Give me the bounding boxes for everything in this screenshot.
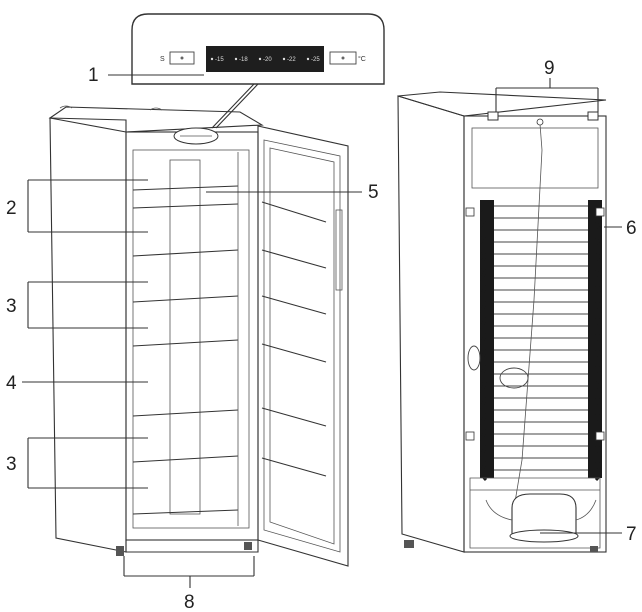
wall-spacer-right xyxy=(587,111,599,121)
condenser-loop xyxy=(594,414,602,434)
condenser-loop xyxy=(480,254,488,274)
callout-8: 8 xyxy=(184,592,195,612)
panel-button-dot xyxy=(282,57,286,61)
callout-3-lower: 3 xyxy=(6,454,17,475)
condenser-loop xyxy=(480,430,488,450)
condenser-loop xyxy=(594,382,602,402)
panel-button-label: -15 xyxy=(215,57,224,63)
panel-button-dot xyxy=(258,57,262,61)
callout-5: 5 xyxy=(368,182,379,203)
callout-6: 6 xyxy=(626,218,637,239)
condenser-loop xyxy=(594,222,602,242)
callout-7: 7 xyxy=(626,524,637,545)
condenser-loop xyxy=(480,238,488,258)
condenser-loop xyxy=(480,382,488,402)
condenser-loop xyxy=(594,462,602,482)
callout-9: 9 xyxy=(544,58,555,79)
panel-button-dot xyxy=(234,57,238,61)
condenser-loop xyxy=(480,302,488,322)
callout-3-upper: 3 xyxy=(6,296,17,317)
condenser-loop xyxy=(480,206,488,226)
callout-2: 2 xyxy=(6,198,17,219)
condenser-loop xyxy=(594,334,602,354)
condenser-cable-loop xyxy=(467,345,481,371)
condenser-loop xyxy=(480,462,488,482)
condenser-loop xyxy=(594,446,602,466)
freezer-front-view xyxy=(48,105,349,567)
panel-display xyxy=(206,46,324,72)
callout-1: 1 xyxy=(88,65,99,86)
panel-button-label: -25 xyxy=(311,57,320,63)
freezer-shelves xyxy=(132,185,239,515)
condenser-loop xyxy=(594,238,602,258)
condenser-loop xyxy=(480,286,488,306)
compressor xyxy=(485,493,597,543)
condenser-loop xyxy=(594,398,602,418)
condenser-loop xyxy=(480,350,488,370)
condenser-loop xyxy=(594,270,602,290)
condenser-loop xyxy=(594,350,602,370)
panel-button-label: -18 xyxy=(239,57,248,63)
condenser-loop xyxy=(480,270,488,290)
condenser-loop xyxy=(480,366,488,386)
panel-button-label: -20 xyxy=(263,57,272,63)
condenser-loop xyxy=(594,286,602,306)
panel-left-label: S xyxy=(160,56,165,63)
panel-temperature-buttons: -15 -18 -20 -22 -25 xyxy=(210,57,320,63)
panel-button-label: -22 xyxy=(287,57,296,63)
condenser-loop xyxy=(480,318,488,338)
condenser-cable-loop xyxy=(499,367,529,389)
condenser-loop xyxy=(594,318,602,338)
callout-lines xyxy=(22,74,622,588)
condenser-loop xyxy=(480,334,488,354)
condenser-loop xyxy=(480,414,488,434)
condenser-loop xyxy=(594,366,602,386)
condenser-coil xyxy=(467,200,602,482)
condenser-loop xyxy=(480,398,488,418)
condenser-loop xyxy=(594,254,602,274)
condenser-loop xyxy=(480,446,488,466)
condenser-loop xyxy=(480,222,488,242)
freezer-door xyxy=(257,125,349,567)
freezer-rear-view xyxy=(397,91,607,553)
condenser-loop xyxy=(594,302,602,322)
control-panel-detail: S -15 -18 -20 -22 -25 °C xyxy=(131,13,385,129)
panel-button-dot xyxy=(306,57,310,61)
wall-spacer-left xyxy=(487,111,499,121)
panel-right-label: °C xyxy=(358,55,366,63)
panel-button-dot xyxy=(210,57,214,61)
callout-4: 4 xyxy=(6,373,17,394)
